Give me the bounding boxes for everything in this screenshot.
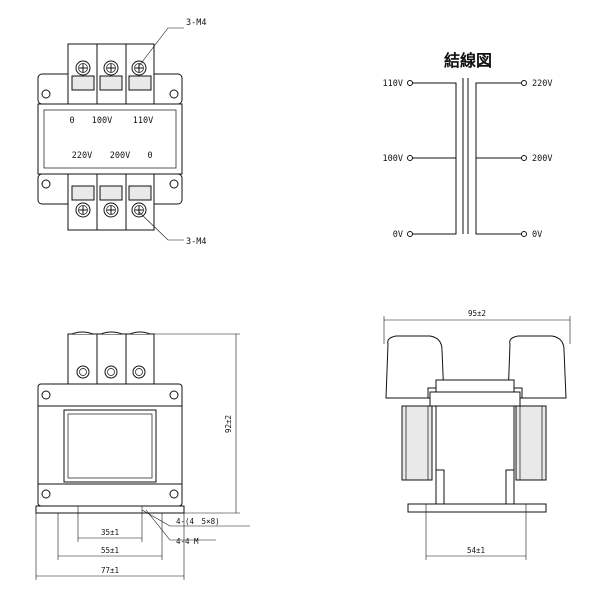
wiring-left-label-0: 110V: [383, 79, 403, 89]
mount-spacing-label: 55±1: [101, 546, 119, 555]
secondary-label-0: 220V: [72, 151, 92, 161]
primary-label-2: 110V: [133, 116, 153, 126]
terminal-dot: [521, 155, 527, 161]
terminal-dot: [521, 80, 527, 86]
terminal-dot: [407, 155, 413, 161]
terminal-screw: [131, 60, 147, 76]
terminal-screw: [103, 202, 119, 218]
wiring-right-label-0: 220V: [532, 79, 552, 89]
terminal-screw: [132, 365, 146, 379]
mount-hole: [169, 390, 179, 400]
mount-hole: [169, 89, 179, 99]
mount-hole: [169, 489, 179, 499]
terminal-dot: [407, 80, 413, 86]
wiring-left-label-1: 100V: [383, 154, 403, 164]
primary-label-0: 0: [69, 116, 74, 126]
mount-hole: [41, 179, 51, 189]
wiring-diagram: 結線図 110V 100V 0V 220V 200V 0V: [383, 51, 553, 240]
screw-label-bottom: 3-M4: [186, 237, 206, 247]
base-width-label: 77±1: [101, 566, 119, 575]
mount-hole: [41, 390, 51, 400]
terminal-screw: [76, 365, 90, 379]
top-view: 3-M4 3-M4 0 100V 110V 220V 200V 0: [37, 18, 206, 247]
wiring-right-label-2: 0V: [532, 230, 542, 240]
terminal-dot: [407, 231, 413, 237]
wiring-title: 結線図: [444, 51, 492, 70]
wiring-right-label-1: 200V: [532, 154, 552, 164]
terminal-screw: [75, 202, 91, 218]
wiring-left-label-2: 0V: [393, 230, 403, 240]
terminal-screw: [131, 202, 147, 218]
terminal-screw: [75, 60, 91, 76]
height-dim-label: 92±2: [224, 415, 233, 433]
screw-label-top: 3-M4: [186, 18, 206, 28]
terminal-screw: [103, 60, 119, 76]
terminal-screw: [104, 365, 118, 379]
terminal-dot: [521, 231, 527, 237]
hole-spacing-label: 35±1: [101, 528, 119, 537]
slot-label: 4-(4 5×8): [176, 517, 220, 526]
mount-hole: [169, 179, 179, 189]
base-depth-label: 54±1: [467, 546, 485, 555]
overall-width-label: 95±2: [468, 309, 486, 318]
thread-label: 4-4 M: [176, 537, 199, 546]
side-view: 95±2 54±1: [383, 309, 571, 560]
mount-hole: [41, 489, 51, 499]
front-view: 92±2 35±1 55±1 77±1 4-(4 5×8) 4-4 M: [35, 331, 250, 580]
secondary-label-2: 0: [147, 151, 152, 161]
secondary-label-1: 200V: [110, 151, 130, 161]
primary-label-1: 100V: [92, 116, 112, 126]
mount-hole: [41, 89, 51, 99]
